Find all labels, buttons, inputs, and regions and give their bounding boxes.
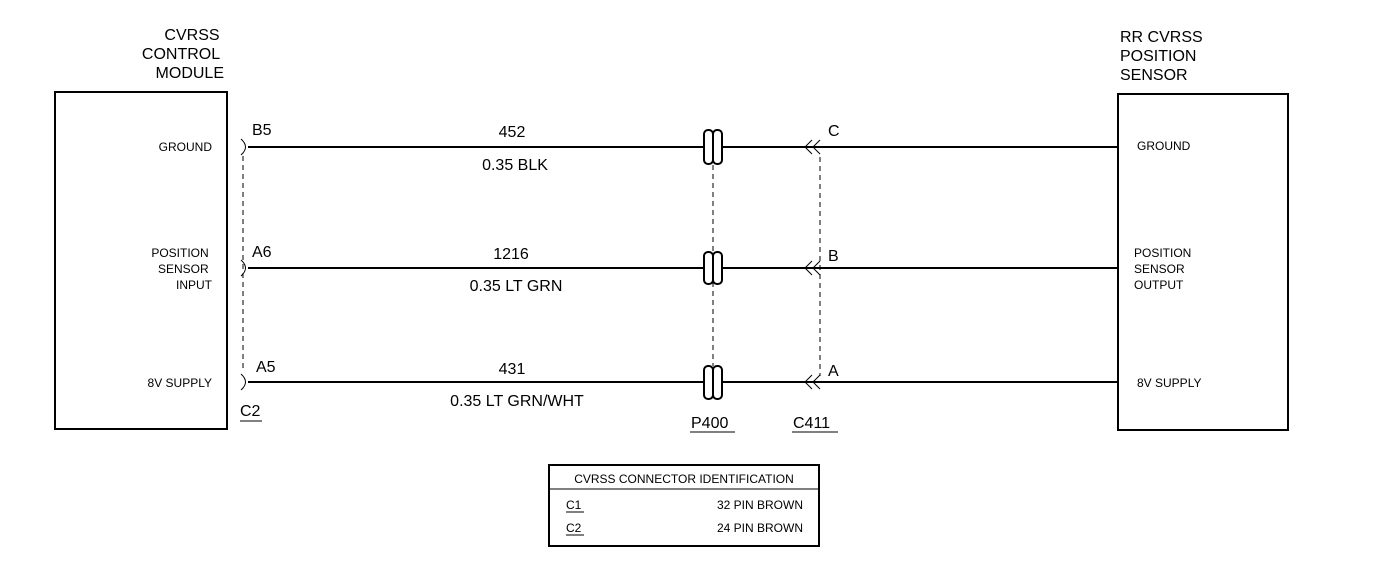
- left-module-title: CVRSS CONTROL MODULE: [142, 27, 224, 82]
- wire-1-right-pin: C: [828, 123, 840, 140]
- c411-terminal-1: [804, 139, 821, 155]
- wire-3-gauge-color: 0.35 LT GRN/WHT: [450, 393, 584, 410]
- connector-id-row-1-description: 32 PIN BROWN: [717, 498, 803, 512]
- left-terminal-3: [240, 373, 246, 391]
- connector-id-row-2-description: 24 PIN BROWN: [717, 521, 803, 535]
- p400-label: P400: [691, 415, 728, 432]
- left-pin-label-position-sensor-input: POSITION SENSOR INPUT: [151, 246, 212, 292]
- connector-id-table-title: CVRSS CONNECTOR IDENTIFICATION: [574, 472, 794, 486]
- left-module-box: [54, 91, 228, 430]
- left-pin-label-8v-supply: 8V SUPPLY: [148, 376, 212, 390]
- right-module-box: [1117, 93, 1289, 431]
- left-connector-label: C2: [240, 403, 261, 420]
- wire-2-gauge-color: 0.35 LT GRN: [470, 278, 563, 295]
- right-pin-label-position-sensor-output: POSITION SENSOR OUTPUT: [1134, 246, 1195, 292]
- wire-3-left-pin: A5: [256, 359, 276, 376]
- connector-id-row-1-connector: C1: [566, 498, 582, 512]
- p400-terminal-1: [703, 129, 723, 165]
- wire-3-right-pin: A: [828, 363, 839, 380]
- wire-3-circuit: 431: [499, 361, 526, 378]
- wire-2-circuit: 1216: [493, 246, 529, 263]
- p400-terminal-2: [703, 251, 723, 285]
- left-terminal-1: [240, 138, 246, 156]
- c411-label: C411: [793, 415, 830, 432]
- wire-1-left-pin: B5: [252, 122, 272, 139]
- p400-terminal-3: [703, 365, 723, 400]
- c411-terminal-2: [804, 260, 821, 276]
- right-pin-label-8v-supply: 8V SUPPLY: [1137, 376, 1201, 390]
- c411-terminal-3: [804, 374, 821, 390]
- wire-2-left-pin: A6: [252, 244, 272, 261]
- wire-1-circuit: 452: [499, 124, 526, 141]
- left-pin-label-ground: GROUND: [159, 140, 213, 154]
- left-terminal-2: [240, 259, 246, 277]
- wire-1-gauge-color: 0.35 BLK: [482, 157, 548, 174]
- connector-id-table: CVRSS CONNECTOR IDENTIFICATION C1 32 PIN…: [548, 464, 820, 547]
- right-module-title: RR CVRSS POSITION SENSOR: [1120, 29, 1207, 84]
- wire-2-right-pin: B: [828, 248, 839, 265]
- connector-id-row-2-connector: C2: [566, 521, 582, 535]
- right-pin-label-ground: GROUND: [1137, 139, 1191, 153]
